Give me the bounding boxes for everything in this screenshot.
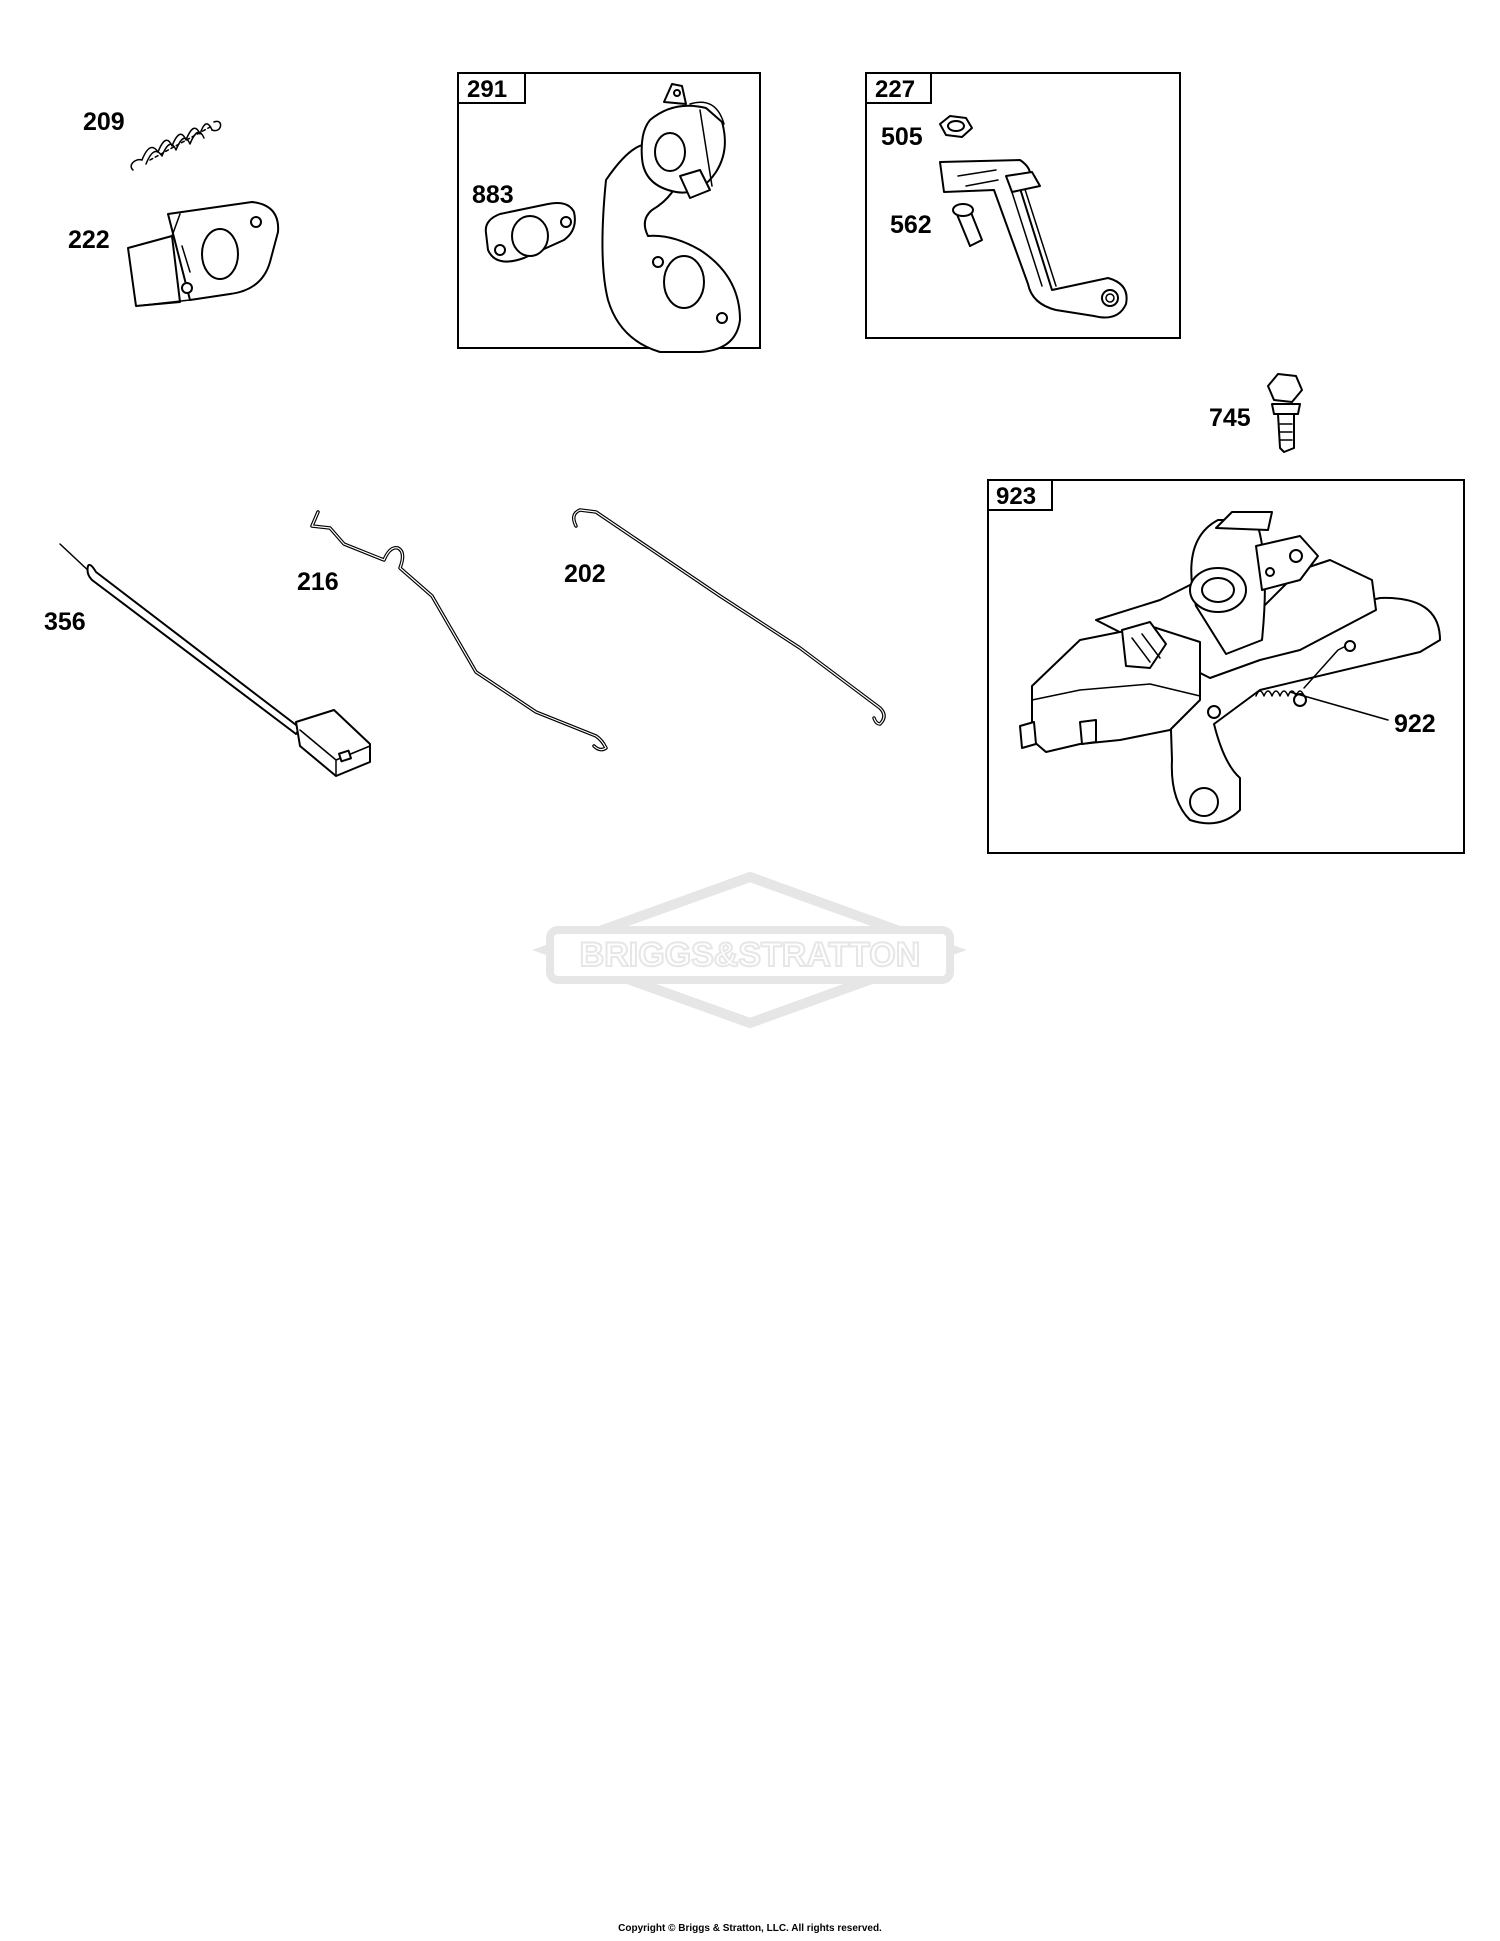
part-209-spring[interactable] [130,120,222,171]
part-923-control-bracket [1019,511,1441,825]
part-291-carburetor [601,83,741,353]
label-883: 883 [472,181,514,209]
label-356: 356 [44,608,86,636]
label-202: 202 [564,560,606,588]
watermark-brand-text: BRIGGS&STRATTON [580,936,921,974]
part-227-lever [939,159,1128,319]
part-291-tag [457,72,526,104]
label-923: 923 [996,483,1036,510]
label-216: 216 [297,568,339,596]
label-505: 505 [881,123,923,151]
label-209: 209 [83,108,125,136]
brand-watermark: BRIGGS&STRATTON [532,871,967,1029]
label-291: 291 [467,76,507,103]
part-227-tag [865,72,932,104]
part-356-wire[interactable] [59,543,371,777]
part-227-group[interactable] [865,72,1181,339]
part-505-nut[interactable] [939,115,973,138]
part-883-gasket[interactable] [484,202,576,263]
part-923-tag [987,479,1053,511]
part-222-bracket[interactable] [127,201,280,307]
label-227: 227 [875,76,915,103]
part-562-screw[interactable] [952,203,983,247]
part-922-leader-line [1289,691,1389,721]
part-745-bolt[interactable] [1267,373,1303,453]
copyright-notice: Copyright © Briggs & Stratton, LLC. All … [618,1923,882,1934]
part-202-rod[interactable] [572,508,886,726]
watermark-banner [546,926,954,984]
part-216-rod[interactable] [310,510,608,752]
label-562: 562 [890,211,932,239]
label-222: 222 [68,226,110,254]
part-923-group[interactable] [987,479,1465,854]
label-922: 922 [1394,710,1436,738]
label-745: 745 [1209,404,1251,432]
part-291-group[interactable] [457,72,761,353]
